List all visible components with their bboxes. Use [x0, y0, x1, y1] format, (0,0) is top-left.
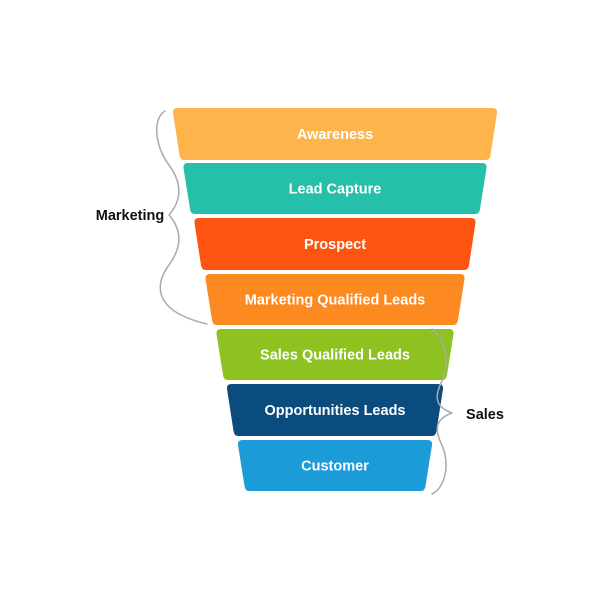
funnel-stage-lead-capture: Lead Capture: [183, 163, 487, 214]
funnel-stage-shape: [194, 218, 476, 270]
funnel-stage-shape: [237, 440, 433, 491]
funnel-stage-label: Awareness: [297, 127, 373, 143]
group-braces: [155, 110, 453, 495]
funnel-stage-sales-qualified-leads: Sales Qualified Leads: [216, 329, 454, 380]
sales-group-label: Sales: [466, 407, 504, 423]
funnel-stage-shape: [205, 274, 465, 325]
funnel-stage-label: Lead Capture: [289, 182, 382, 198]
marketing-brace: [155, 110, 208, 325]
funnel-stage-prospect: Prospect: [194, 218, 476, 270]
funnel-stage-label: Sales Qualified Leads: [260, 348, 410, 364]
funnel-stage-marketing-qualified-leads: Marketing Qualified Leads: [205, 274, 465, 325]
funnel-stage-customer: Customer: [237, 440, 433, 491]
funnel-stage-shape: [172, 108, 498, 160]
funnel-stage-shape: [216, 329, 454, 380]
funnel-stage-shape: [226, 384, 444, 436]
funnel-stage-label: Opportunities Leads: [265, 403, 406, 419]
sales-brace: [431, 328, 453, 495]
funnel-stage-shape: [183, 163, 487, 214]
funnel-stage-opportunities-leads: Opportunities Leads: [226, 384, 444, 436]
funnel-stage-label: Marketing Qualified Leads: [245, 293, 426, 309]
marketing-group-label: Marketing: [96, 208, 165, 224]
funnel-stage-awareness: Awareness: [172, 108, 498, 160]
funnel-stage-label: Prospect: [304, 237, 366, 253]
funnel-stage-label: Customer: [301, 459, 369, 475]
